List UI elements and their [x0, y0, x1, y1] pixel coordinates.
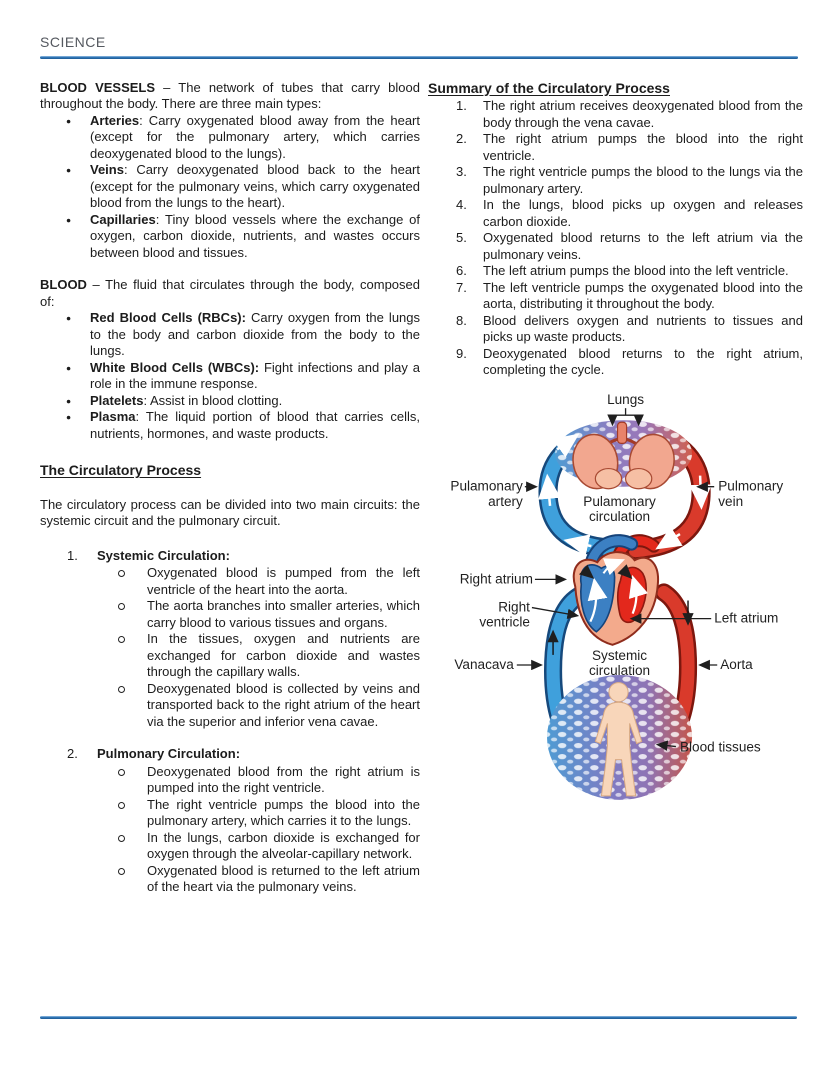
list-item: In the tissues, oxygen and nutrients are…	[97, 631, 420, 681]
label-pulmonary-artery-2: artery	[488, 493, 523, 508]
circulation-numbered-list: Systemic Circulation: Oxygenated blood i…	[40, 548, 420, 896]
list-item: Red Blood Cells (RBCs): Carry oxygen fro…	[40, 310, 420, 360]
blood-rest: – The fluid that circulates through the …	[40, 277, 420, 309]
label-connectors	[516, 407, 718, 751]
blood-vessels-term: BLOOD VESSELS	[40, 79, 156, 95]
blood-vessels-list: Arteries: Carry oxygenated blood away fr…	[40, 113, 420, 262]
label-lungs: Lungs	[607, 392, 644, 407]
list-item: The left atrium pumps the blood into the…	[456, 263, 789, 279]
pulmonary-circulation-term: Pulmonary Circulation:	[97, 746, 241, 761]
label-systemic-circulation-2: circulation	[589, 663, 650, 678]
label-systemic-circulation-1: Systemic	[592, 647, 647, 662]
body-figure	[594, 681, 643, 796]
list-item: Oxygenated blood returns to the left atr…	[456, 230, 803, 262]
lungs-graphic	[572, 421, 675, 489]
two-column-layout: BLOOD VESSELS – The network of tubes tha…	[0, 59, 828, 912]
list-item: White Blood Cells (WBCs): Fight infectio…	[40, 360, 420, 393]
right-column: Summary of the Circulatory Process The r…	[428, 80, 803, 810]
circulatory-process-heading: The Circulatory Process	[40, 462, 202, 478]
list-item: Oxygenated blood is returned to the left…	[97, 863, 420, 896]
label-right-ventricle-1: Right	[498, 599, 530, 614]
systemic-circulation-term: Systemic Circulation:	[97, 547, 230, 563]
label-pulmonary-vein-2: vein	[718, 493, 743, 508]
label-pulmonary-circulation-1: Pulamonary	[583, 493, 656, 508]
list-item: In the lungs, blood picks up oxygen and …	[456, 197, 803, 229]
list-item: The right ventricle pumps the blood to t…	[456, 164, 803, 196]
footer-rule	[40, 1016, 797, 1019]
label-pulmonary-artery-1: Pulamonary	[450, 478, 523, 493]
list-item: Capillaries: Tiny blood vessels where th…	[40, 212, 420, 262]
blood-vessels-lead: BLOOD VESSELS – The network of tubes tha…	[40, 80, 420, 113]
header-rule	[40, 55, 798, 59]
label-vena-cava: Vanacava	[454, 657, 514, 672]
list-item: The aorta branches into smaller arteries…	[97, 598, 420, 631]
list-item: Pulmonary Circulation: Deoxygenated bloo…	[40, 746, 420, 896]
label-pulmonary-vein-1: Pulmonary	[718, 478, 783, 493]
blood-term: BLOOD	[40, 277, 87, 292]
list-item: Deoxygenated blood is collected by veins…	[97, 681, 420, 731]
list-item: The right atrium receives deoxygenated b…	[456, 98, 803, 130]
list-item: The right atrium pumps the blood into th…	[456, 131, 803, 163]
blood-lead: BLOOD – The fluid that circulates throug…	[40, 277, 420, 310]
label-aorta: Aorta	[720, 657, 753, 672]
list-item: Veins: Carry deoxygenated blood back to …	[40, 162, 420, 212]
flow-arrows	[538, 433, 712, 655]
list-item: In the lungs, carbon dioxide is exchange…	[97, 830, 420, 863]
label-left-atrium: Left atrium	[714, 610, 778, 625]
label-pulmonary-circulation-2: circulation	[589, 508, 650, 523]
list-item: Systemic Circulation: Oxygenated blood i…	[40, 548, 420, 731]
left-column: BLOOD VESSELS – The network of tubes tha…	[40, 80, 420, 912]
list-item: Arteries: Carry oxygenated blood away fr…	[40, 113, 420, 163]
page-header: SCIENCE	[0, 0, 828, 59]
list-item: Plasma: The liquid portion of blood that…	[40, 409, 420, 442]
summary-list: The right atrium receives deoxygenated b…	[428, 98, 803, 379]
label-blood-tissues: Blood tissues	[680, 739, 761, 754]
circulatory-diagram: Lungs Pulamonary artery Pulamonary circu…	[450, 392, 783, 800]
blood-list: Red Blood Cells (RBCs): Carry oxygen fro…	[40, 310, 420, 442]
blood-vessels-rest: – The network of tubes that carry blood …	[40, 79, 420, 112]
diagram-labels: Lungs Pulamonary artery Pulamonary circu…	[450, 392, 783, 754]
header-title: SCIENCE	[40, 34, 106, 50]
list-item: Deoxygenated blood from the right atrium…	[97, 764, 420, 797]
list-item: The left ventricle pumps the oxygenated …	[456, 279, 803, 312]
circulatory-intro: The circulatory process can be divided i…	[40, 496, 420, 529]
label-right-atrium: Right atrium	[460, 571, 533, 586]
list-item: The right ventricle pumps the blood into…	[97, 797, 420, 830]
list-item: Blood delivers oxygen and nutrients to t…	[456, 312, 803, 345]
list-item: Oxygenated blood is pumped from the left…	[97, 565, 420, 598]
summary-heading: Summary of the Circulatory Process	[428, 79, 670, 96]
pulmonary-sublist: Deoxygenated blood from the right atrium…	[97, 764, 420, 896]
systemic-sublist: Oxygenated blood is pumped from the left…	[97, 565, 420, 730]
list-item: Deoxygenated blood returns to the right …	[456, 345, 803, 378]
list-item: Platelets: Assist in blood clotting.	[40, 393, 420, 410]
label-right-ventricle-2: ventricle	[479, 614, 530, 629]
